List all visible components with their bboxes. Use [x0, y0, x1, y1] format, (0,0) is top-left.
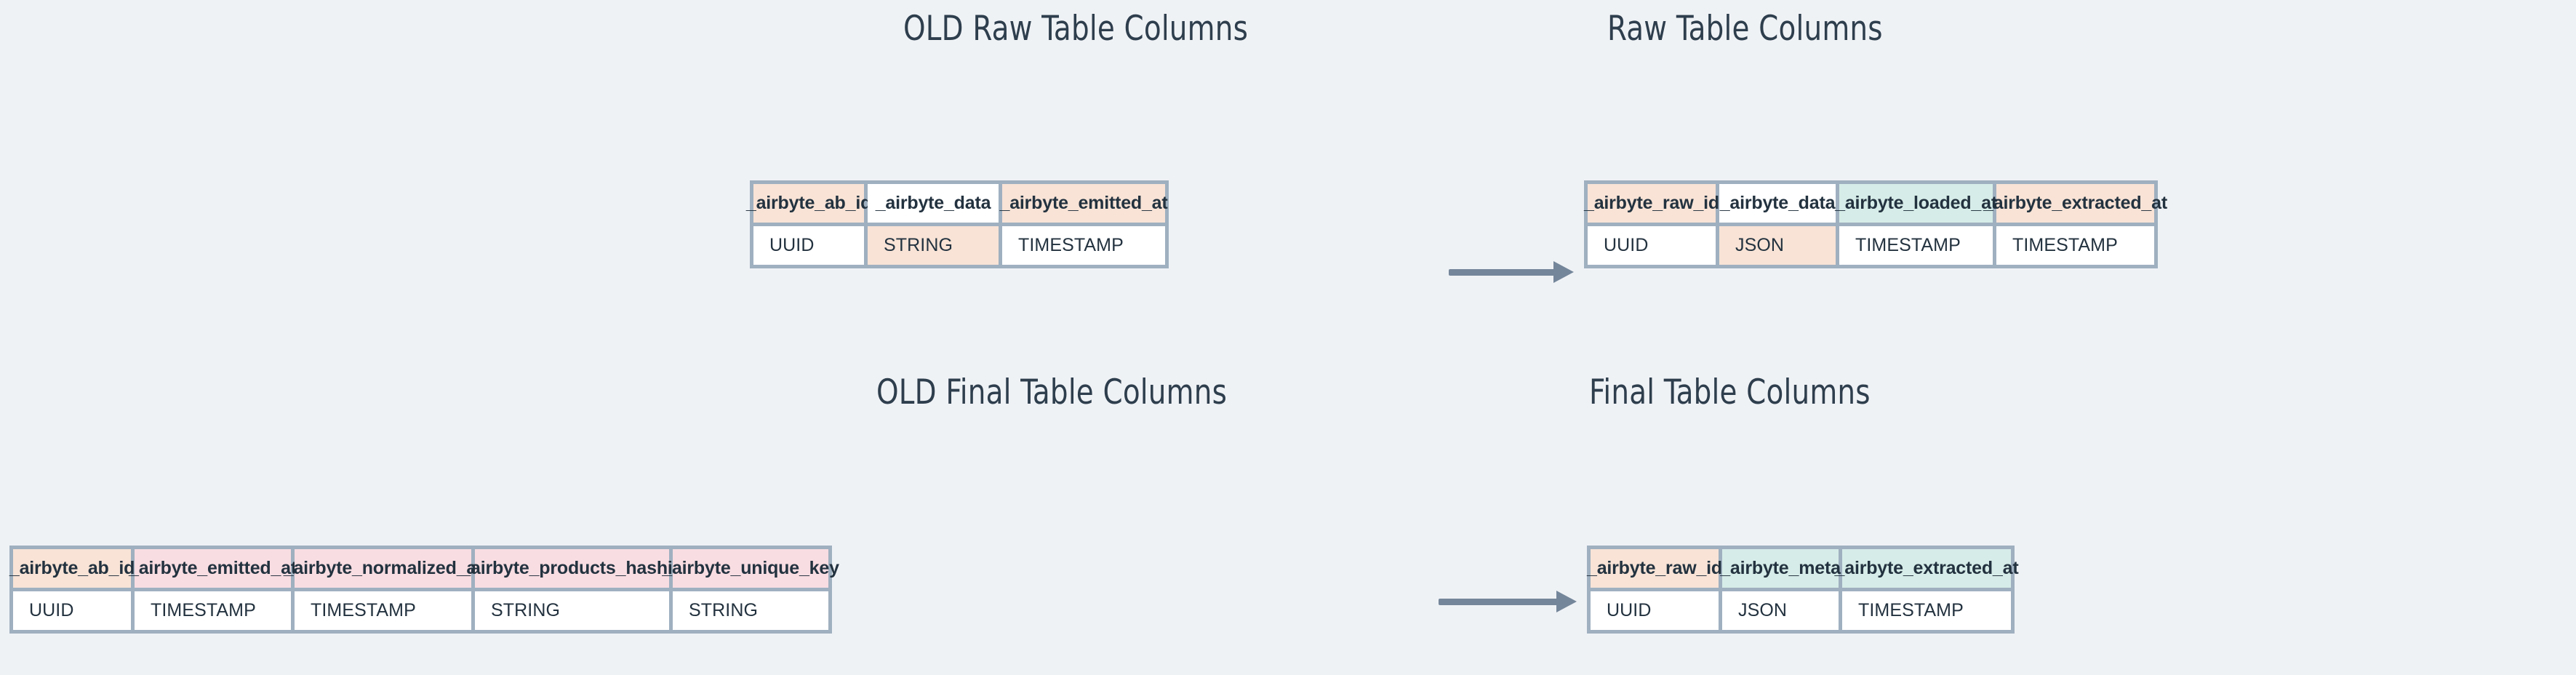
arrow-head	[1553, 261, 1574, 283]
column-header-cell: _airbyte_extracted_at	[1835, 549, 2019, 588]
old-final-table: _airbyte_ab_id_airbyte_emitted_at_airbyt…	[9, 546, 839, 634]
column-type-cell: UUID	[753, 226, 864, 265]
column-type-cell: STRING	[868, 226, 999, 265]
column-type-cell: UUID	[1588, 226, 1716, 265]
column-type-cell: TIMESTAMP	[135, 591, 291, 630]
column-header-cell: _airbyte_data	[868, 184, 999, 223]
column-header-cell: _airbyte_raw_id	[1584, 184, 1719, 223]
column-header-cell: _airbyte_emitted_at	[129, 549, 297, 588]
title-old-final-table-columns: OLD Final Table Columns	[876, 372, 1228, 412]
column-type-cell: TIMESTAMP	[1839, 226, 1993, 265]
arrow-head	[1556, 591, 1577, 612]
column-header-cell: _airbyte_ab_id	[746, 184, 871, 223]
table-header-row: _airbyte_ab_id_airbyte_emitted_at_airbyt…	[9, 549, 839, 588]
migration-arrow-final	[1439, 591, 1577, 612]
column-type-cell: STRING	[475, 591, 669, 630]
column-header-cell: _airbyte_ab_id	[9, 549, 135, 588]
new-final-table: _airbyte_raw_id_airbyte_meta_airbyte_ext…	[1587, 546, 2019, 634]
title-raw-table-columns: Raw Table Columns	[1607, 9, 1883, 49]
table-header-row: _airbyte_raw_id_airbyte_data_airbyte_loa…	[1584, 184, 2167, 223]
column-type-cell: UUID	[13, 591, 131, 630]
column-type-cell: UUID	[1591, 591, 1719, 630]
column-type-cell: TIMESTAMP	[295, 591, 471, 630]
new-raw-table: _airbyte_raw_id_airbyte_data_airbyte_loa…	[1584, 180, 2167, 268]
column-header-cell: _airbyte_raw_id	[1587, 549, 1722, 588]
column-type-cell: TIMESTAMP	[1842, 591, 2011, 630]
column-header-cell: _airbyte_products_hashid	[460, 549, 684, 588]
column-type-cell: JSON	[1719, 226, 1836, 265]
title-old-raw-table-columns: OLD Raw Table Columns	[903, 9, 1249, 49]
column-header-cell: _airbyte_data	[1719, 184, 1836, 223]
column-header-cell: _airbyte_extracted_at	[1983, 184, 2167, 223]
column-header-cell: _airbyte_meta	[1720, 549, 1841, 588]
old-raw-table: _airbyte_ab_id_airbyte_data_airbyte_emit…	[746, 180, 1169, 268]
column-header-cell: _airbyte_loaded_at	[1835, 184, 1997, 223]
title-final-table-columns: Final Table Columns	[1589, 372, 1871, 412]
column-type-cell: TIMESTAMP	[1002, 226, 1165, 265]
column-type-cell: STRING	[673, 591, 828, 630]
column-header-cell: _airbyte_emitted_at	[999, 184, 1168, 223]
column-type-cell: JSON	[1722, 591, 1839, 630]
migration-arrow-raw	[1449, 261, 1574, 283]
column-header-cell: _airbyte_unique_key	[662, 549, 839, 588]
column-header-cell: _airbyte_normalized_at	[284, 549, 482, 588]
column-type-cell: TIMESTAMP	[1996, 226, 2154, 265]
table-header-row: _airbyte_ab_id_airbyte_data_airbyte_emit…	[746, 184, 1168, 223]
table-header-row: _airbyte_raw_id_airbyte_meta_airbyte_ext…	[1587, 549, 2019, 588]
arrow-shaft	[1449, 269, 1556, 276]
arrow-shaft	[1439, 599, 1559, 605]
